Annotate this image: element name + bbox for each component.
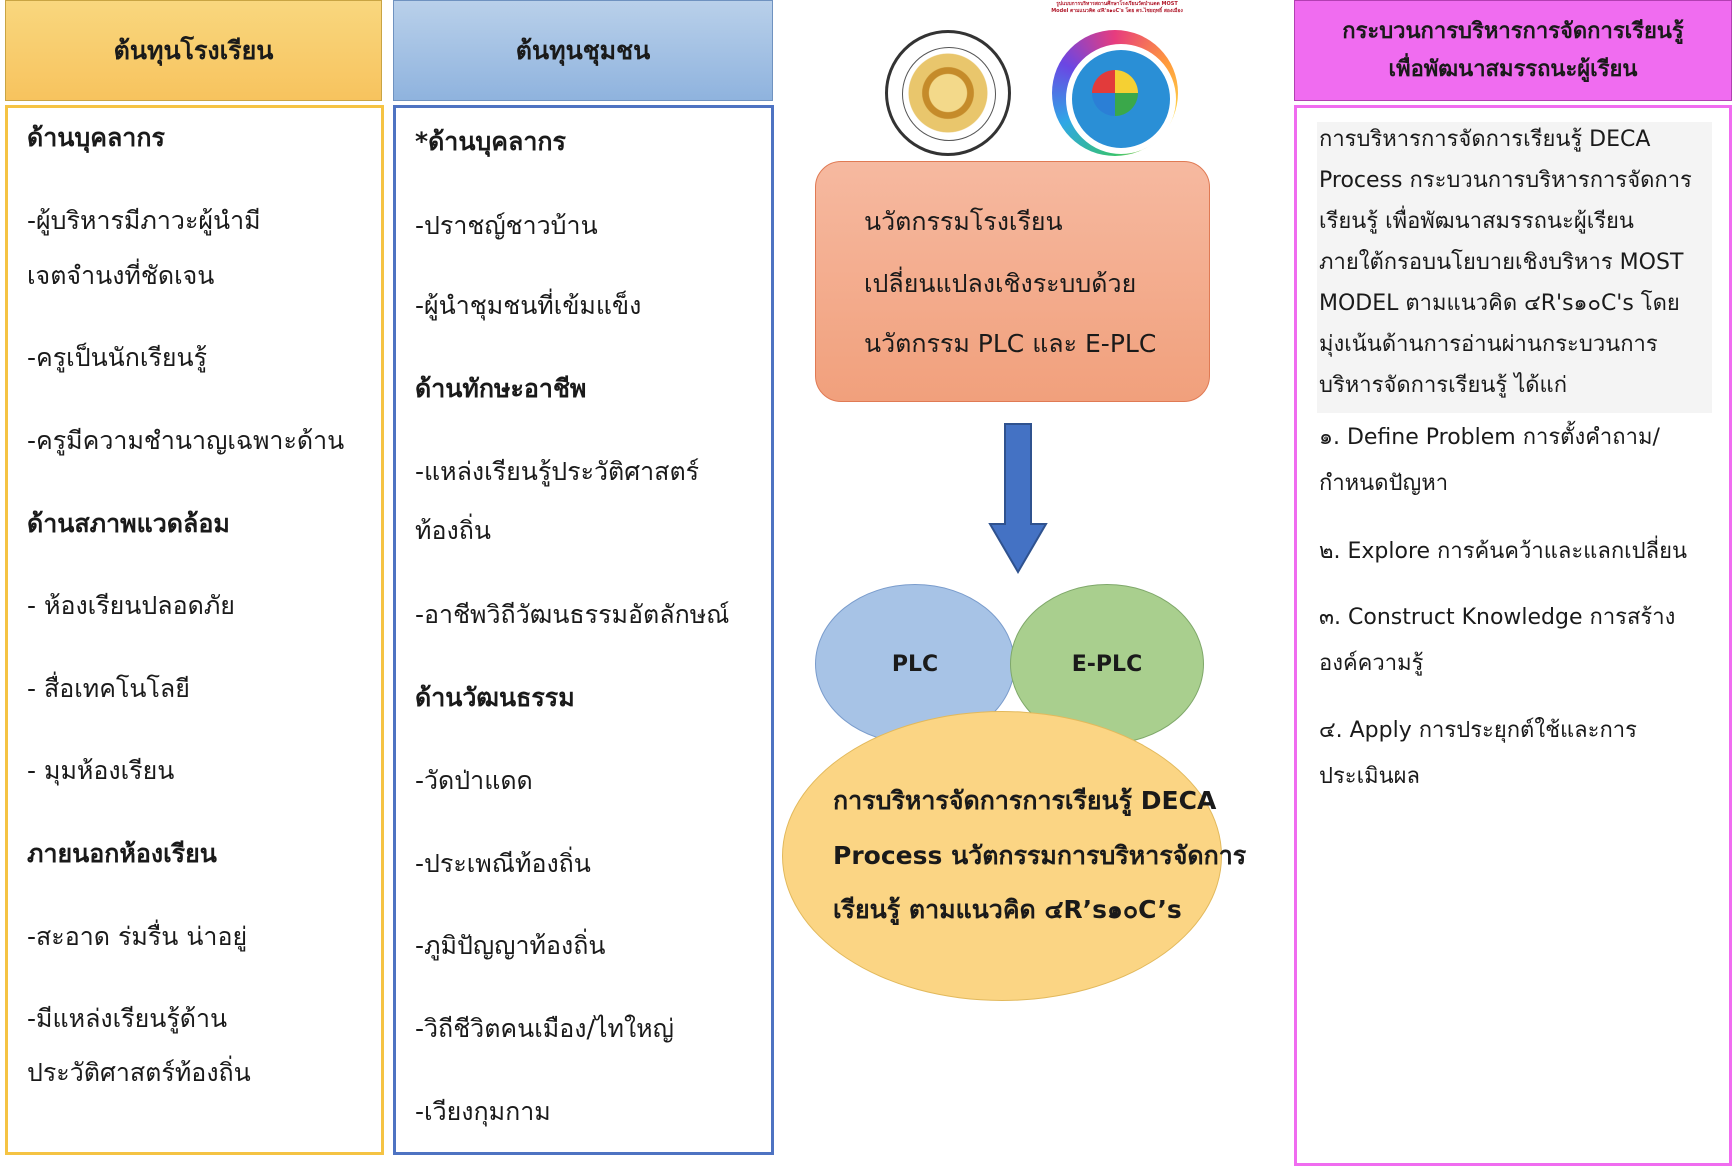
community-item: ท้องถิ่น [415, 516, 491, 545]
school-capital-header: ต้นทุนโรงเรียน [5, 0, 382, 101]
process-step-line: ๓. Construct Knowledge การสร้าง [1319, 605, 1676, 630]
community-item: -อาชีพวิถีวัฒนธรรมอัตลักษณ์ [415, 600, 730, 629]
school-item: -สะอาด ร่มรื่น น่าอยู่ [27, 922, 248, 951]
community-item: -ปราชญ์ชาวบ้าน [415, 211, 598, 240]
process-step-line: องค์ความรู้ [1319, 651, 1424, 676]
school-item: -มีแหล่งเรียนรู้ด้าน [27, 1004, 228, 1033]
community-item: -ผู้นำชุมชนที่เข้มแข็ง [415, 291, 642, 320]
process-step-line: กำหนดปัญหา [1319, 471, 1449, 496]
down-arrow-icon [988, 423, 1048, 574]
deca-process-oval: การบริหารจัดการการเรียนรู้ DECA Process … [782, 711, 1246, 1001]
process-paragraph-background [1317, 122, 1712, 413]
school-item: เจตจำนงที่ชัดเจน [27, 261, 215, 290]
community-capital-title: ต้นทุนชุมชน [515, 35, 651, 65]
deca-line: การบริหารจัดการการเรียนรู้ DECA [833, 786, 1217, 815]
school-item: ประวัติศาสตร์ท้องถิ่น [27, 1058, 251, 1087]
community-item: -วัดป่าแดด [415, 766, 533, 795]
school-capital-panel: ด้านบุคลากร -ผู้บริหารมีภาวะผู้นำมี เจตจ… [5, 105, 384, 1155]
school-capital-title: ต้นทุนโรงเรียน [113, 35, 274, 65]
process-paragraph-line: ภายใต้กรอบนโยบายเชิงบริหาร MOST [1319, 250, 1684, 275]
school-item: ด้านบุคลากร [27, 123, 165, 152]
school-item: -ครูเป็นนักเรียนรู้ [27, 343, 208, 372]
innovation-line: นวัตกรรมโรงเรียน [864, 207, 1063, 236]
process-paragraph-line: MODEL ตามแนวคิด ๔R's๑๐C's โดย [1319, 291, 1680, 316]
school-innovation-box: นวัตกรรมโรงเรียน เปลี่ยนแปลงเชิงระบบด้วย… [815, 161, 1210, 402]
school-item: -ผู้บริหารมีภาวะผู้นำมี [27, 206, 261, 235]
community-item: -เวียงกุมกาม [415, 1097, 551, 1126]
process-title-line: กระบวนการบริหารการจัดการเรียนรู้ [1342, 18, 1684, 44]
community-capital-header: ต้นทุนชุมชน [393, 0, 773, 101]
community-item: -แหล่งเรียนรู้ประวัติศาสตร์ [415, 457, 700, 486]
innovation-line: เปลี่ยนแปลงเชิงระบบด้วย [864, 269, 1137, 298]
eplc-label: E-PLC [1071, 651, 1143, 677]
process-panel: การบริหารการจัดการเรียนรู้ DECA Process … [1294, 105, 1732, 1166]
deca-line: Process นวัตกรรมการบริหารจัดการ [833, 841, 1247, 870]
process-paragraph-line: เรียนรู้ เพื่อพัฒนาสมรรถนะผู้เรียน [1319, 209, 1634, 234]
plc-label: PLC [891, 651, 939, 677]
process-paragraph-line: Process กระบวนการบริหารการจัดการ [1319, 168, 1692, 193]
process-paragraph-line: มุ่งเน้นด้านการอ่านผ่านกระบวนการ [1319, 332, 1658, 357]
community-item: ด้านวัฒนธรรม [415, 683, 575, 712]
process-step-line: ๒. Explore การค้นคว้าและแลกเปลี่ยน [1319, 539, 1688, 564]
school-item: ภายนอกห้องเรียน [27, 839, 217, 868]
process-header: กระบวนการบริหารการจัดการเรียนรู้ เพื่อพั… [1294, 0, 1732, 101]
school-item: - สื่อเทคโนโลยี [27, 674, 190, 703]
process-title-line: เพื่อพัฒนาสมรรถนะผู้เรียน [1388, 56, 1638, 82]
school-item: - มุมห้องเรียน [27, 756, 175, 785]
process-step-line: ประเมินผล [1319, 764, 1421, 789]
school-item: ด้านสภาพแวดล้อม [27, 509, 230, 538]
community-item: -วิถีชีวิตคนเมือง/ไทใหญ่ [415, 1014, 674, 1043]
community-item: ด้านทักษะอาชีพ [415, 374, 587, 403]
deca-line: เรียนรู้ ตามแนวคิด ๔R’s๑๐C’s [833, 895, 1182, 924]
community-item: -ประเพณีท้องถิ่น [415, 849, 591, 878]
process-paragraph-line: บริหารจัดการเรียนรู้ ได้แก่ [1319, 373, 1568, 398]
plc-circle: PLC [815, 584, 1015, 744]
school-item: -ครูมีความชำนาญเฉพาะด้าน [27, 426, 345, 455]
model-logo-caption: รูปแบบการบริหารสถานศึกษาโรงเรียนวัดป่าแด… [1051, 1, 1183, 14]
deca-model-wheel-icon [1052, 30, 1178, 156]
process-step-line: ๔. Apply การประยุกต์ใช้และการ [1319, 718, 1637, 743]
community-item: *ด้านบุคลากร [415, 127, 566, 156]
community-item: -ภูมิปัญญาท้องถิ่น [415, 931, 606, 960]
community-capital-panel: *ด้านบุคลากร -ปราชญ์ชาวบ้าน -ผู้นำชุมชนท… [393, 105, 774, 1155]
innovation-line: นวัตกรรม PLC และ E-PLC [864, 329, 1157, 358]
process-paragraph-line: การบริหารการจัดการเรียนรู้ DECA [1319, 127, 1651, 152]
process-step-line: ๑. Define Problem การตั้งคำถาม/ [1319, 425, 1660, 450]
school-seal-icon [885, 30, 1011, 156]
school-item: - ห้องเรียนปลอดภัย [27, 591, 235, 620]
